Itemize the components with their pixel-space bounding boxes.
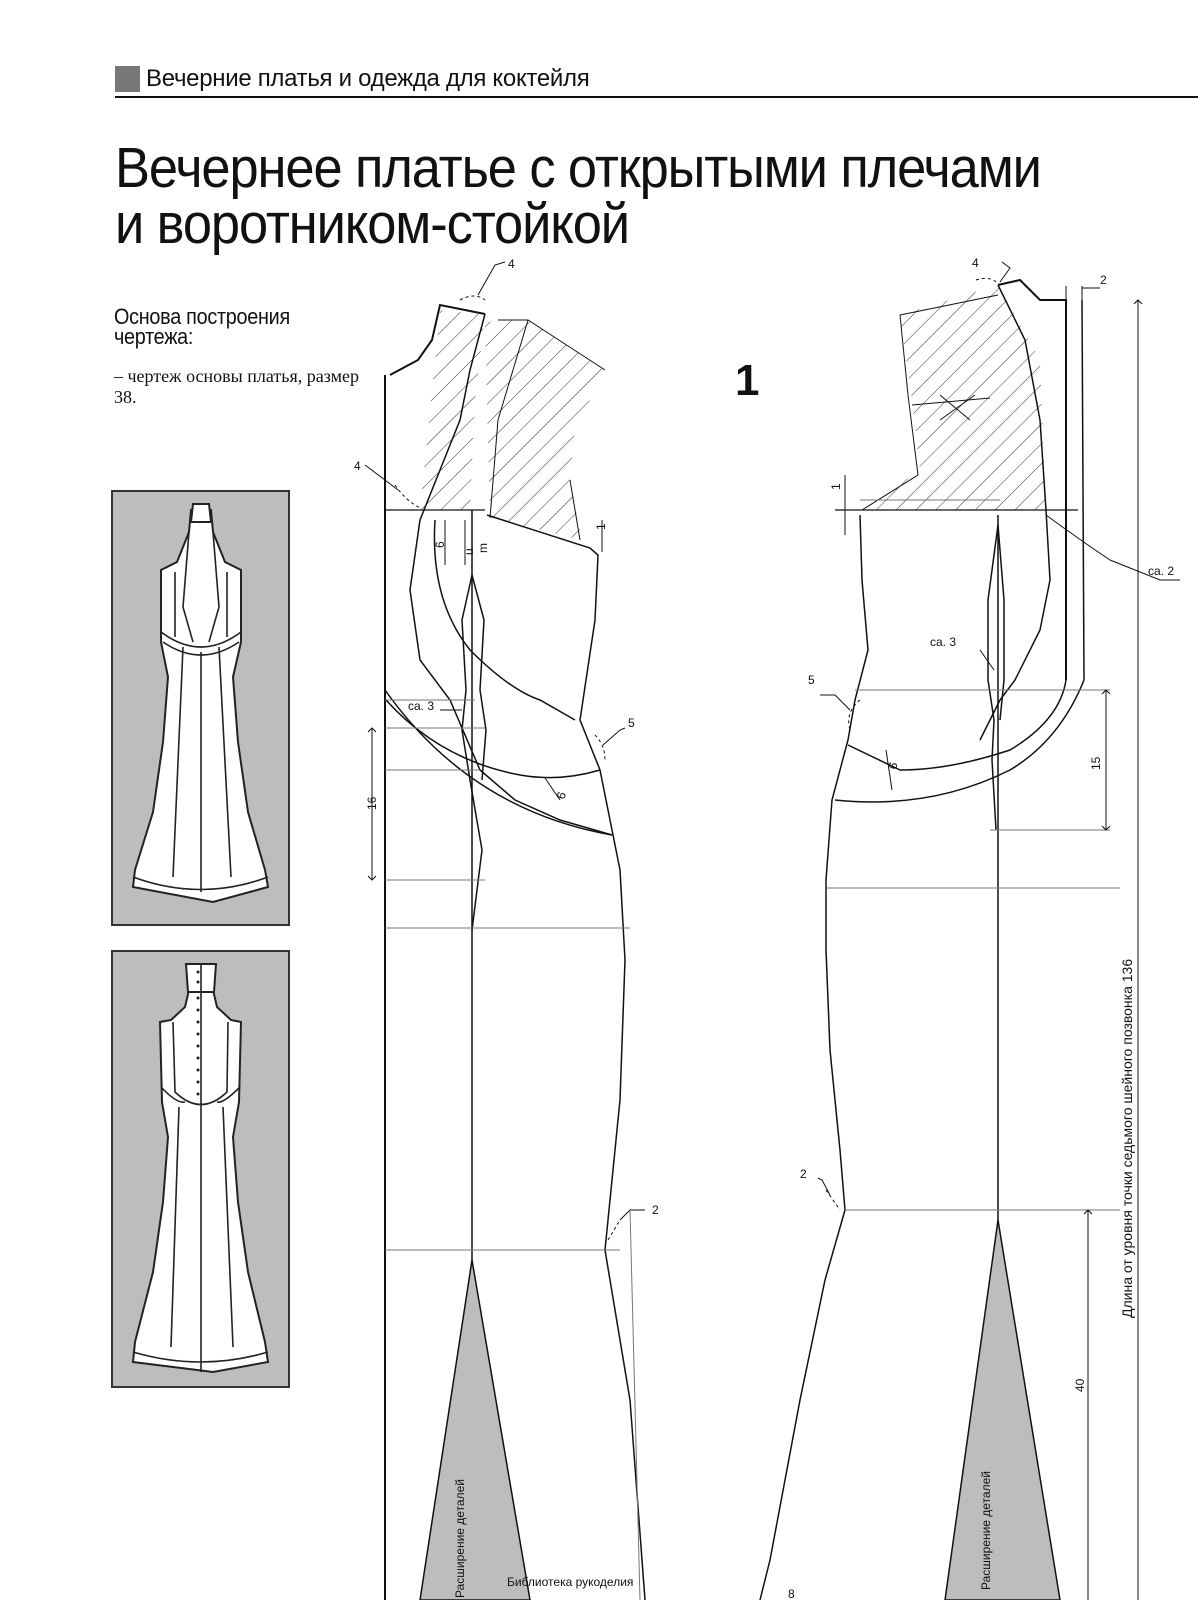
back-expansion-wedge xyxy=(944,1219,1061,1600)
label-4-front-shoulder: 4 xyxy=(508,257,515,271)
footer-credit: Библиотека рукоделия xyxy=(507,1575,634,1589)
front-expansion-wedge xyxy=(419,1259,531,1600)
label-2-back-top: 2 xyxy=(1100,273,1107,287)
label-40: 40 xyxy=(1073,1378,1087,1392)
label-2-back-hem: 2 xyxy=(800,1167,807,1181)
back-pattern xyxy=(759,261,1180,1600)
back-hatch-area xyxy=(862,285,1046,510)
length-note: Длина от уровня точки седьмого шейного п… xyxy=(1119,959,1135,1318)
label-ca2: ca. 2 xyxy=(1148,564,1174,578)
front-dress-drawing xyxy=(131,503,270,904)
label-8: 8 xyxy=(788,1587,795,1600)
label-6-front-lower: 6 xyxy=(554,790,570,801)
figure-number: 1 xyxy=(735,356,760,405)
back-dress-drawing xyxy=(131,963,270,1374)
label-2-front: 2 xyxy=(652,1203,659,1217)
label-m-front: m xyxy=(476,543,490,553)
label-6-front-upper: 6 xyxy=(433,541,447,548)
basis-text: – чертеж основы платья, размер 38. xyxy=(114,366,359,407)
label-ca3-back: ca. 3 xyxy=(930,635,956,649)
title-line-1: Вечернее платье с открытыми плечами xyxy=(115,136,1042,200)
label-16: 16 xyxy=(365,796,379,810)
label-5-back: 5 xyxy=(808,673,815,687)
label-6-back: 6 xyxy=(885,760,900,770)
title-line-2: и воротником-стойкой xyxy=(115,192,630,256)
expansion-label-back: Расширение деталей xyxy=(979,1471,993,1590)
front-pattern xyxy=(364,261,646,1600)
front-side-hatch-area xyxy=(485,320,605,540)
section-marker xyxy=(115,66,140,92)
expansion-label-front: Расширение деталей xyxy=(453,1479,467,1598)
label-1-back: 1 xyxy=(829,483,843,490)
back-view-sketch xyxy=(111,950,290,1388)
section-title: Вечерние платья и одежда для коктейля xyxy=(146,65,590,92)
front-hatch-area xyxy=(420,310,485,510)
section-header: Вечерние платья и одежда для коктейля xyxy=(115,64,1198,98)
page-title: Вечернее платье с открытыми плечами и во… xyxy=(115,136,1090,256)
label-4-front-armhole: 4 xyxy=(354,459,361,473)
label-ca3-front: ca. 3 xyxy=(408,699,434,713)
front-view-sketch xyxy=(111,490,290,926)
basis-heading: Основа построения чертежа: xyxy=(114,304,290,349)
label-u-front: u xyxy=(462,548,476,555)
label-5-front: 5 xyxy=(628,716,635,730)
label-15: 15 xyxy=(1089,756,1103,770)
label-4-back: 4 xyxy=(972,256,979,270)
label-1-front: 1 xyxy=(594,523,608,530)
